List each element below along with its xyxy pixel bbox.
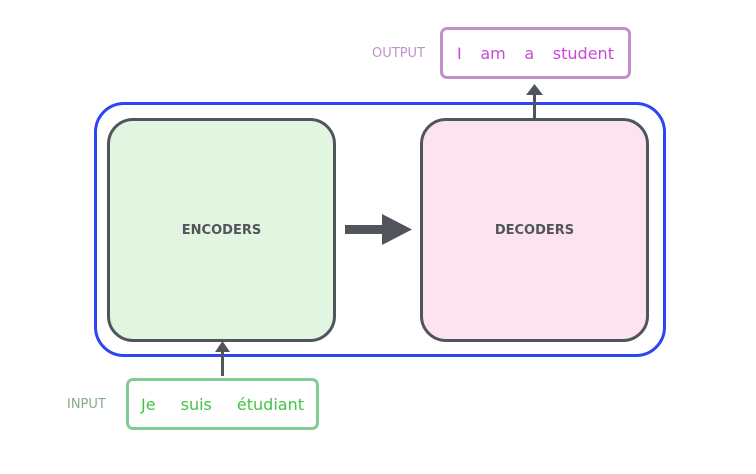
input-word: Je [141,394,156,414]
output-word: I [457,43,462,63]
encoders-label: ENCODERS [181,222,262,238]
input-word: étudiant [236,394,304,414]
transformer-frame [94,102,666,357]
input-arrow [215,341,230,376]
decoders-label: DECODERS [494,222,575,238]
output-word: student [552,43,614,63]
output-word: a [524,43,535,63]
output-label: OUTPUT [372,46,425,61]
encoder-to-decoder-arrow [345,214,412,245]
output-box: I am a student [440,27,631,79]
input-label: INPUT [67,397,106,412]
output-word: am [480,43,506,63]
decoders-block: DECODERS [420,118,649,342]
output-arrow [526,84,543,119]
input-box: Je suis étudiant [126,378,319,430]
encoders-block: ENCODERS [107,118,336,342]
input-word: suis [180,394,212,414]
